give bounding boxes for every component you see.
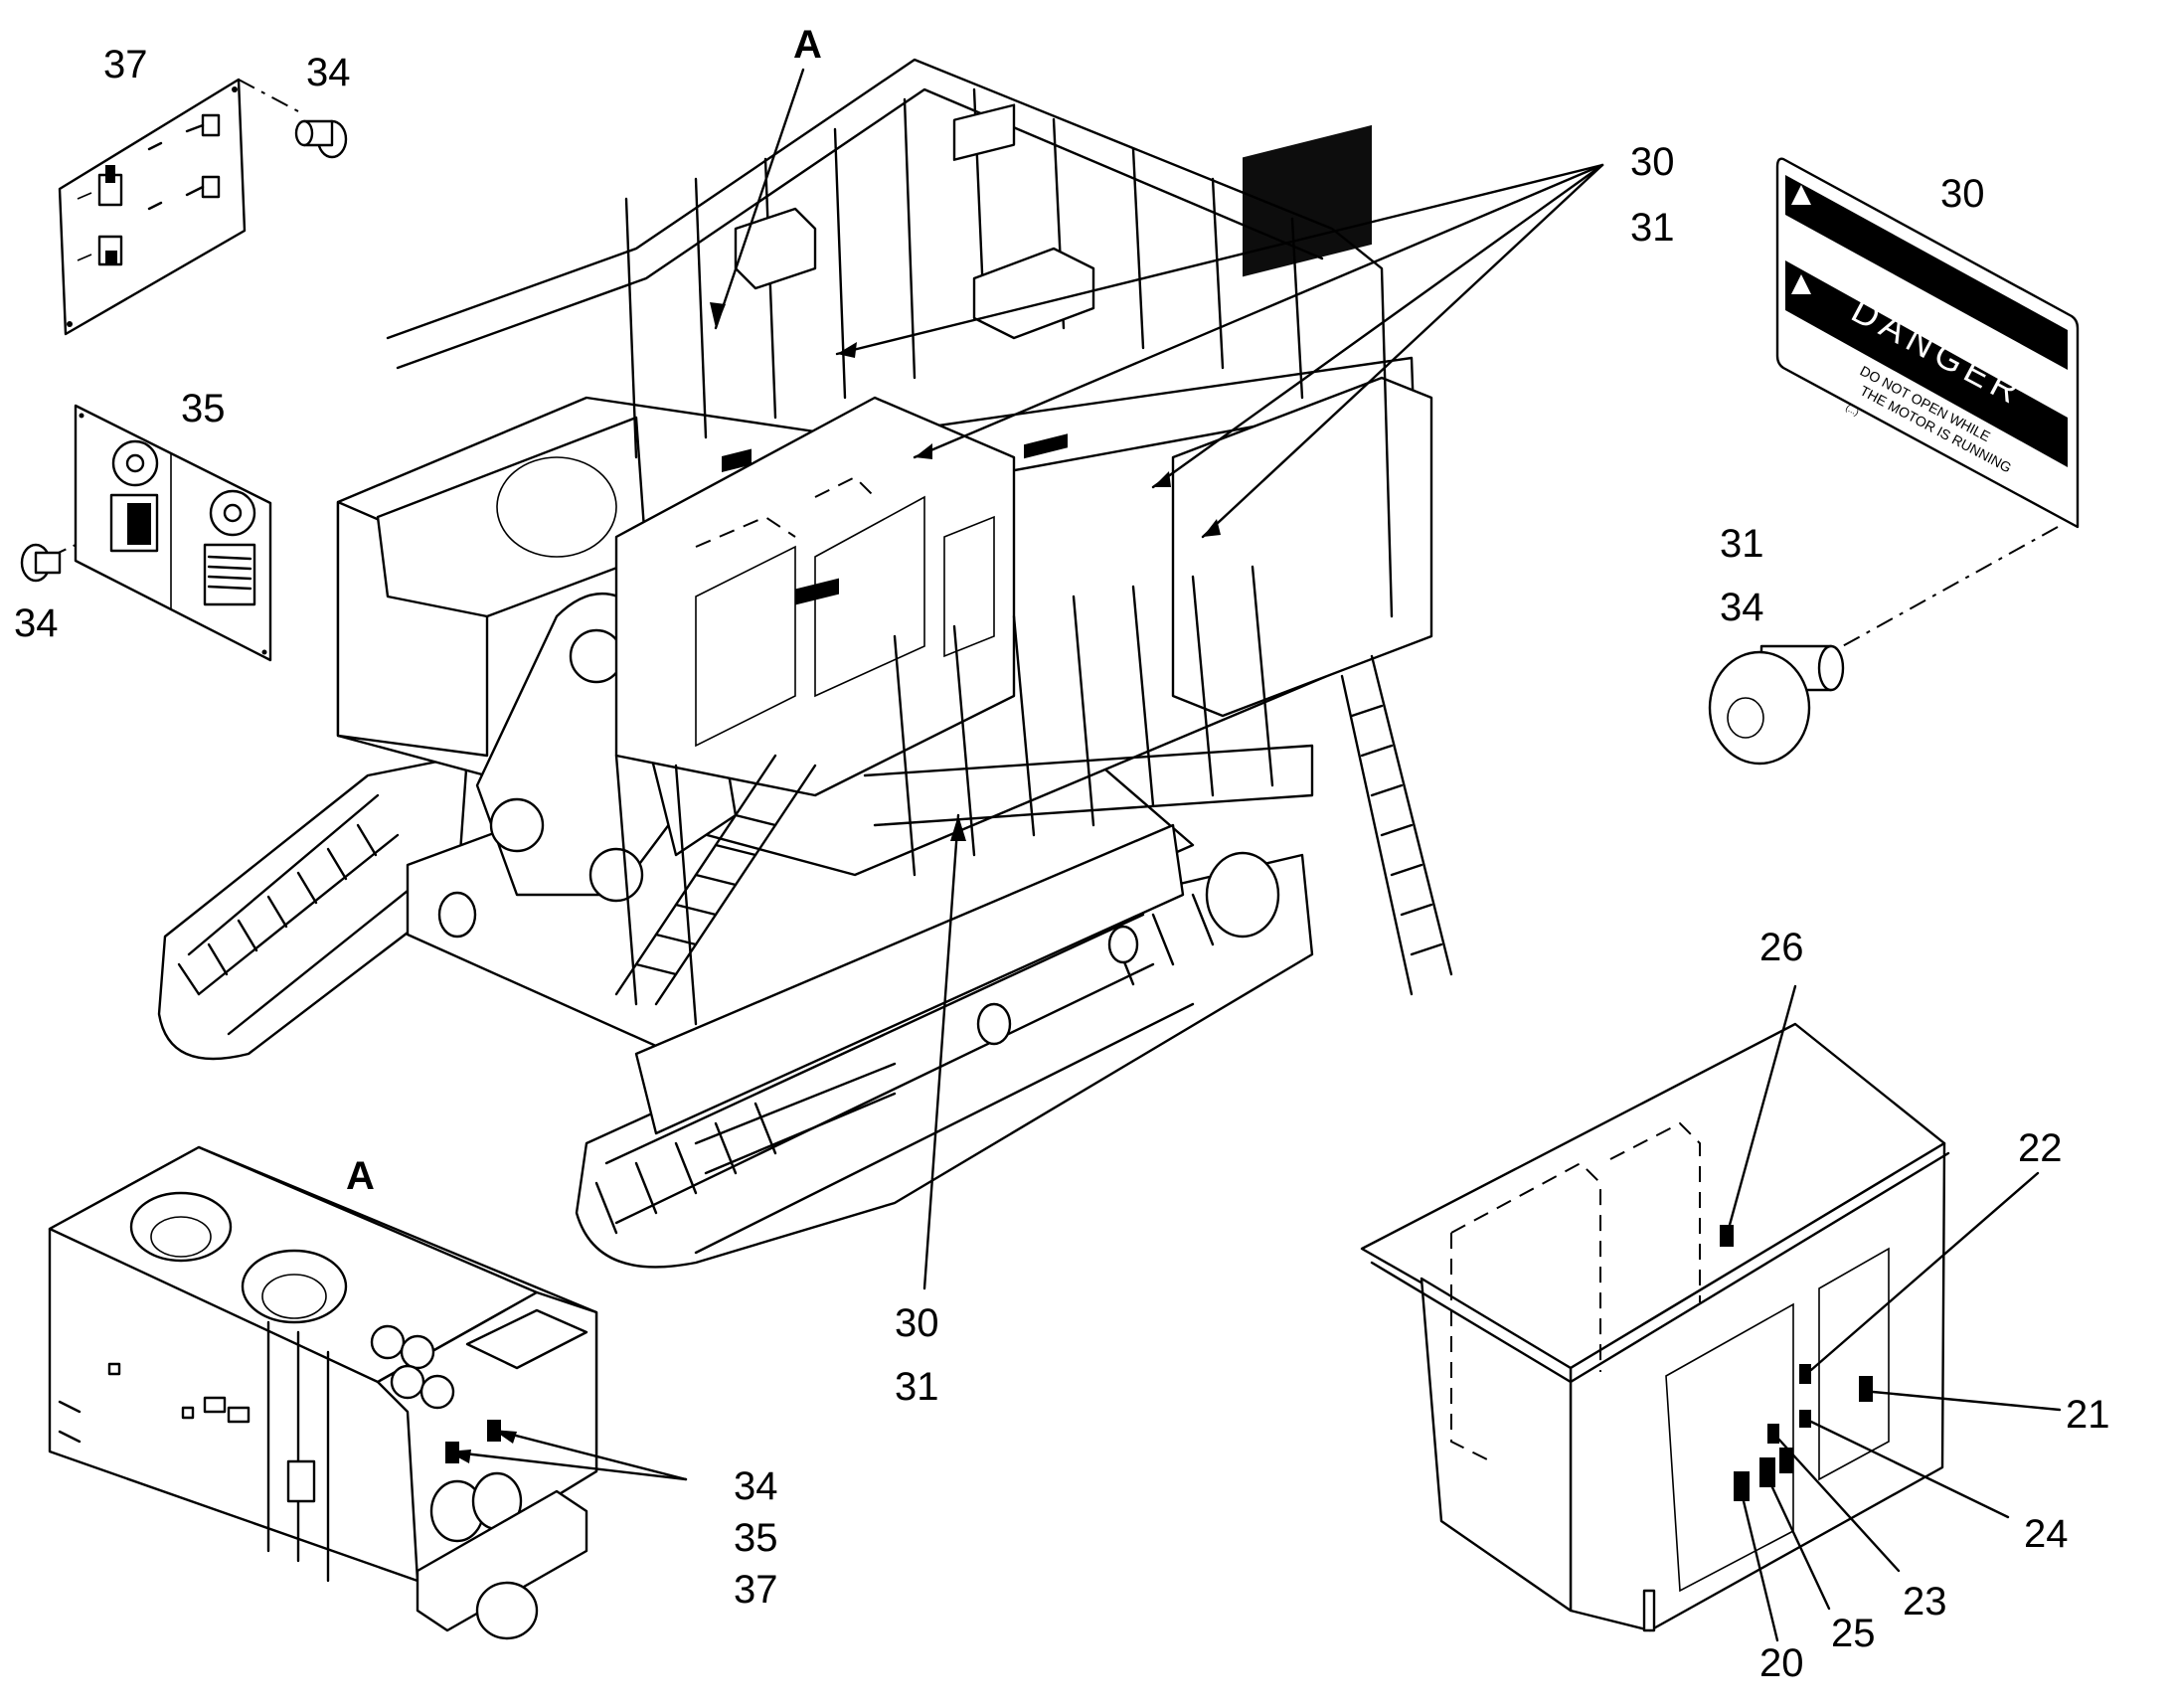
danger-decal-30: DANGER DO NOT OPEN WHILE THE MOTOR IS RU… [1775,157,2080,529]
callout-22: 22 [2018,1126,2063,1170]
callout-35-plate: 35 [181,387,226,430]
plate-37-fastener-line [238,79,299,112]
callout-20: 20 [1759,1641,1804,1685]
excavator-machine [157,58,1453,1269]
leader-lines-30-31-top [835,163,1604,539]
callout-35-detail: 35 [734,1516,778,1560]
button-head-fastener-34-lower [20,543,62,583]
callout-34-plate37: 34 [306,51,351,94]
button-head-fastener-decal [1708,644,1845,766]
callout-31-top: 31 [1630,206,1675,250]
callout-31-decal: 31 [1720,522,1764,566]
callout-30-top: 30 [1630,140,1675,184]
callout-34-decal: 34 [1720,586,1764,629]
leader-line-30-31-bottom [922,813,960,1290]
operator-cab-detail [1360,1022,1950,1632]
decal-fastener-line [1838,526,2059,649]
callout-26: 26 [1759,926,1804,969]
callout-30-decal: 30 [1940,172,1985,216]
callout-34-plate35: 34 [14,601,59,645]
callout-34-detail: 34 [734,1464,778,1508]
callout-37-detail: 37 [734,1568,778,1612]
callout-A-detail: A [346,1154,375,1198]
callout-24: 24 [2024,1512,2069,1556]
plate-37 [58,78,247,336]
callout-25: 25 [1831,1612,1876,1655]
button-head-fastener-34-upper [294,119,348,159]
callout-21: 21 [2066,1393,2110,1437]
detail-A-module [48,1145,598,1640]
callout-31-bottom: 31 [895,1365,939,1409]
callout-30-bottom: 30 [895,1301,939,1345]
callout-A-top: A [793,23,822,67]
leader-line-A-top [714,68,805,330]
callout-23: 23 [1903,1580,1947,1623]
plate-35 [74,404,272,662]
cab-leader-lines [1728,984,2062,1642]
leader-lines-34-35-37 [445,1428,688,1481]
callout-37-plate: 37 [103,43,148,86]
